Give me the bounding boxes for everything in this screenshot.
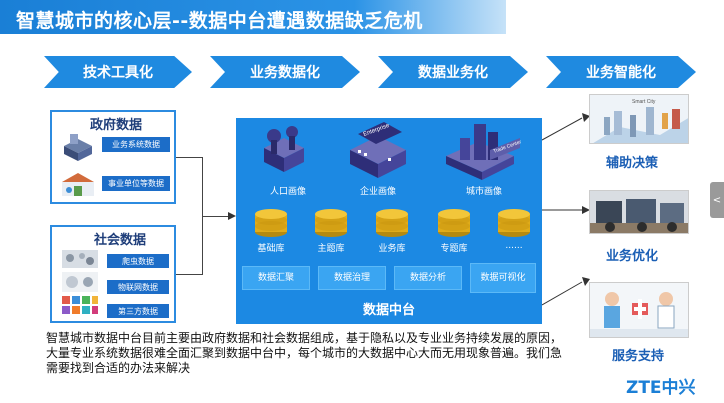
chevron-label: 业务数据化 bbox=[250, 65, 320, 81]
panel-title: 数据中台 bbox=[362, 303, 415, 318]
smart-city-image: Smart City bbox=[589, 94, 689, 144]
gov-tag-institutions: 事业单位等数据 bbox=[102, 176, 170, 191]
output-arrows bbox=[542, 113, 590, 214]
result-label-optimization: 业务优化 bbox=[606, 249, 659, 264]
library-label-topic: 主题库 bbox=[317, 244, 345, 254]
data-middle-platform-panel: 人口画像 Enterprise 企业画像 Trade Center 城市画像 bbox=[236, 118, 542, 324]
chevron-data-business: 数据业务化 bbox=[378, 56, 528, 88]
chevron-label: 数据业务化 bbox=[418, 65, 488, 81]
chevron-tech-tooling: 技术工具化 bbox=[44, 56, 192, 88]
function-analysis: 数据分析 bbox=[394, 266, 462, 290]
social-tag-iot: 物联网数据 bbox=[107, 280, 169, 294]
chevron-business-data: 业务数据化 bbox=[210, 56, 360, 88]
library-label-special: 专题库 bbox=[440, 244, 468, 254]
zte-logo: ZTE中兴 bbox=[626, 378, 696, 398]
library-label-business: 业务库 bbox=[378, 244, 406, 254]
function-visualization: 数据可视化 bbox=[470, 263, 536, 293]
function-aggregation: 数据汇聚 bbox=[242, 266, 310, 290]
output-arrow-bottom bbox=[542, 277, 590, 306]
population-portrait-icon bbox=[264, 126, 304, 172]
description-paragraph: 智慧城市数据中台目前主要由政府数据和社会数据组成，基于隐私以及专业业务持续发展的… bbox=[46, 331, 563, 375]
portrait-label-enterprise: 企业画像 bbox=[359, 187, 396, 197]
social-tag-third-party: 第三方数据 bbox=[107, 304, 169, 318]
result-label-decision: 辅助决策 bbox=[606, 156, 659, 171]
page-title: 智慧城市的核心层--数据中台遭遇数据缺乏危机 bbox=[16, 10, 423, 32]
function-governance: 数据治理 bbox=[318, 266, 386, 290]
library-label-base: 基础库 bbox=[257, 244, 285, 254]
database-coin-icon bbox=[255, 209, 287, 237]
service-support-image bbox=[589, 282, 689, 338]
side-collapse-tab[interactable]: < bbox=[710, 182, 724, 218]
connector-gov bbox=[176, 157, 202, 158]
city-portrait-icon: Trade Center bbox=[446, 124, 522, 180]
title-bar: 智慧城市的核心层--数据中台遭遇数据缺乏危机 bbox=[0, 0, 506, 34]
chevron-business-intelligence: 业务智能化 bbox=[546, 56, 696, 88]
portrait-label-city: 城市画像 bbox=[465, 187, 502, 197]
enterprise-portrait-icon: Enterprise bbox=[350, 122, 406, 178]
portrait-label-population: 人口画像 bbox=[269, 187, 306, 197]
social-data-box: 社会数据 爬虫数据 物联网数据 第三方数据 bbox=[50, 225, 176, 323]
chevron-label: 技术工具化 bbox=[83, 65, 153, 81]
institution-icon bbox=[62, 173, 94, 196]
database-coin-icon bbox=[315, 209, 347, 237]
smart-city-caption: Smart City bbox=[632, 99, 656, 105]
gov-data-title: 政府数据 bbox=[90, 118, 143, 133]
gov-tag-business-system: 业务系统数据 bbox=[102, 137, 170, 152]
chevron-label: 业务智能化 bbox=[586, 65, 656, 81]
chevron-left-icon: < bbox=[712, 194, 722, 206]
social-data-title: 社会数据 bbox=[94, 233, 147, 248]
arrow-head-center bbox=[228, 212, 236, 220]
gov-data-box: 政府数据 业务系统数据 事业单位等数据 bbox=[50, 110, 176, 204]
server-stack-icon bbox=[64, 134, 92, 161]
database-coin-icon bbox=[438, 209, 470, 237]
business-optimization-image bbox=[589, 190, 689, 234]
database-coin-icon bbox=[376, 209, 408, 237]
library-label-more: ...... bbox=[505, 241, 523, 251]
social-collage-icon bbox=[62, 250, 98, 314]
result-label-service: 服务支持 bbox=[612, 349, 665, 364]
database-coin-icon bbox=[498, 209, 530, 237]
connector-to-center bbox=[202, 216, 228, 217]
connector-social bbox=[176, 274, 202, 275]
social-tag-crawler: 爬虫数据 bbox=[107, 254, 169, 268]
